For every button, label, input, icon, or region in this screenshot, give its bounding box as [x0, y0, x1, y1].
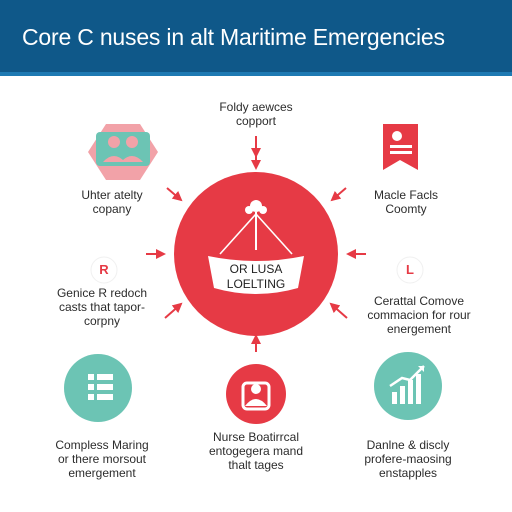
- node-bottom-left-line2: or there morsout: [57, 452, 147, 466]
- badge-right: L: [406, 262, 414, 277]
- node-mid-right-label: Cerattal Comove commacion for rour energ…: [344, 294, 494, 336]
- node-bottom-right-label: Danlne & discly profere-maosing enstappl…: [340, 438, 476, 480]
- node-upper-right-label: Macle Facls Coomty: [346, 188, 466, 216]
- arrow-lower-right: [329, 302, 348, 319]
- document-icon: [383, 124, 418, 170]
- badge-left: R: [99, 262, 109, 277]
- people-hexagon-icon: [88, 124, 158, 180]
- node-mid-left-line1: Genice R redoch: [56, 286, 148, 300]
- node-bottom-center-line1: Nurse Boatirrcal: [212, 430, 300, 444]
- node-bottom-left-line1: Compless Maring: [55, 438, 149, 452]
- node-upper-left-line2: copany: [92, 202, 132, 216]
- node-bottom-right-line1: Danlne & discly: [366, 438, 450, 452]
- node-mid-left-label: Genice R redoch casts that tapor- corpny: [32, 286, 172, 328]
- node-bottom-center-label: Nurse Boatirrcal entogegera mand thalt t…: [188, 430, 324, 472]
- header-strip: [0, 72, 512, 76]
- node-bottom-center-line3: thalt tages: [228, 458, 284, 472]
- node-bottom-right-line3: enstapples: [378, 466, 438, 480]
- node-bottom-left-label: Compless Maring or there morsout emergem…: [34, 438, 170, 480]
- arrow-lower-left: [164, 302, 183, 319]
- node-bottom-center-line2: entogegera mand: [208, 444, 304, 458]
- center-crane-icon: [208, 200, 304, 294]
- badge-left-bg: [90, 256, 118, 284]
- node-upper-right-line2: Coomty: [385, 202, 427, 216]
- node-bottom-right-line2: profere-maosing: [364, 452, 452, 466]
- header-banner: Core C nuses in alt Maritime Emergencies: [0, 0, 512, 76]
- arrow-upper-right: [330, 187, 347, 202]
- node-top-label: Foldy aewces copport: [196, 100, 316, 128]
- node-mid-left-line3: corpny: [83, 314, 121, 328]
- node-upper-left-line1: Uhter atelty: [81, 188, 143, 202]
- badge-right-bg: [396, 256, 424, 284]
- arrows: [146, 136, 366, 352]
- page-title: Core C nuses in alt Maritime Emergencies: [22, 24, 445, 50]
- node-upper-right-line1: Macle Facls: [373, 188, 438, 202]
- node-upper-left-label: Uhter atelty copany: [52, 188, 172, 216]
- center-label-line2: LOELTING: [226, 277, 286, 291]
- arrow-upper-left: [166, 187, 183, 202]
- node-mid-right-line2: commacion for rour: [367, 308, 471, 322]
- center-label: OR LUSA LOELTING: [206, 262, 306, 292]
- node-mid-left-line2: casts that tapor-: [58, 300, 146, 314]
- node-top-line1: Foldy aewces: [219, 100, 293, 114]
- center-circle: [174, 172, 338, 336]
- node-bottom-left-line3: emergement: [68, 466, 136, 480]
- list-icon: [64, 354, 132, 422]
- center-label-line1: OR LUSA: [229, 262, 283, 276]
- growth-chart-icon: [374, 352, 442, 420]
- person-lock-icon: [226, 364, 286, 424]
- node-mid-right-line1: Cerattal Comove: [373, 294, 465, 308]
- node-top-line2: copport: [235, 114, 277, 128]
- node-mid-right-line3: energement: [386, 322, 452, 336]
